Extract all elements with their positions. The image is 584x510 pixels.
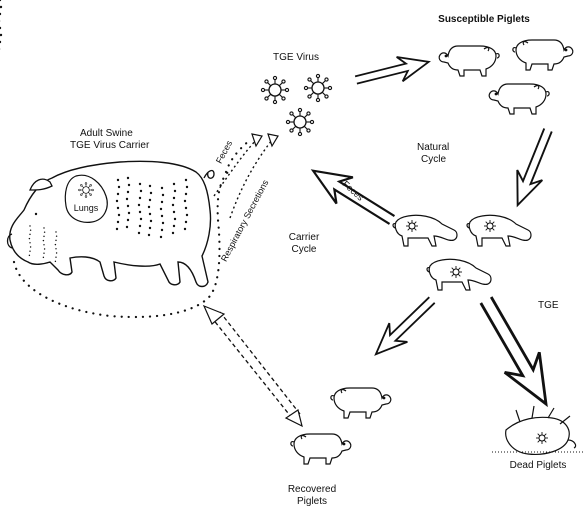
dead-piglets-group xyxy=(492,406,584,454)
carrier-cycle-label-1: Carrier xyxy=(289,232,320,244)
carrier-dashed-arrow xyxy=(204,306,302,426)
virus-particle-icon xyxy=(304,74,331,101)
recovered-piglets-label-2: Piglets xyxy=(297,496,327,508)
natural-cycle-label-1: Natural xyxy=(417,142,449,154)
virus-particle-icon xyxy=(286,108,313,135)
susceptible-piglets-label: Susceptible Piglets xyxy=(438,14,530,26)
pig-icon xyxy=(467,215,531,246)
adult-swine-label: Adult Swine xyxy=(80,128,133,140)
natural-cycle-arrow xyxy=(505,125,560,210)
carrier-cycle-label-2: Cycle xyxy=(291,244,316,256)
tge-virus-carrier-label: TGE Virus Carrier xyxy=(70,140,149,152)
virus-particle-icon xyxy=(261,76,288,103)
pig-icon xyxy=(439,46,499,76)
pig-icon xyxy=(291,434,351,464)
lungs-label: Lungs xyxy=(74,202,99,214)
pig-icon xyxy=(393,215,457,246)
recovered-piglets-group xyxy=(291,388,391,464)
pig-icon xyxy=(513,40,573,70)
infected-piglets-group xyxy=(393,215,531,290)
pig-icon xyxy=(331,388,391,418)
natural-cycle-label-2: Cycle xyxy=(421,154,446,166)
pig-icon xyxy=(489,84,549,114)
susceptible-piglets-group xyxy=(439,40,573,114)
virus-to-piglets-arrow xyxy=(353,50,432,92)
dead-piglets-label: Dead Piglets xyxy=(510,460,567,472)
tge-virus-cluster xyxy=(261,74,331,135)
tge-virus-label: TGE Virus xyxy=(273,52,319,64)
recovered-piglets-label-1: Recovered xyxy=(288,484,336,496)
tge-outcome-label: TGE xyxy=(538,300,559,312)
to-recovered-arrow xyxy=(367,291,441,364)
